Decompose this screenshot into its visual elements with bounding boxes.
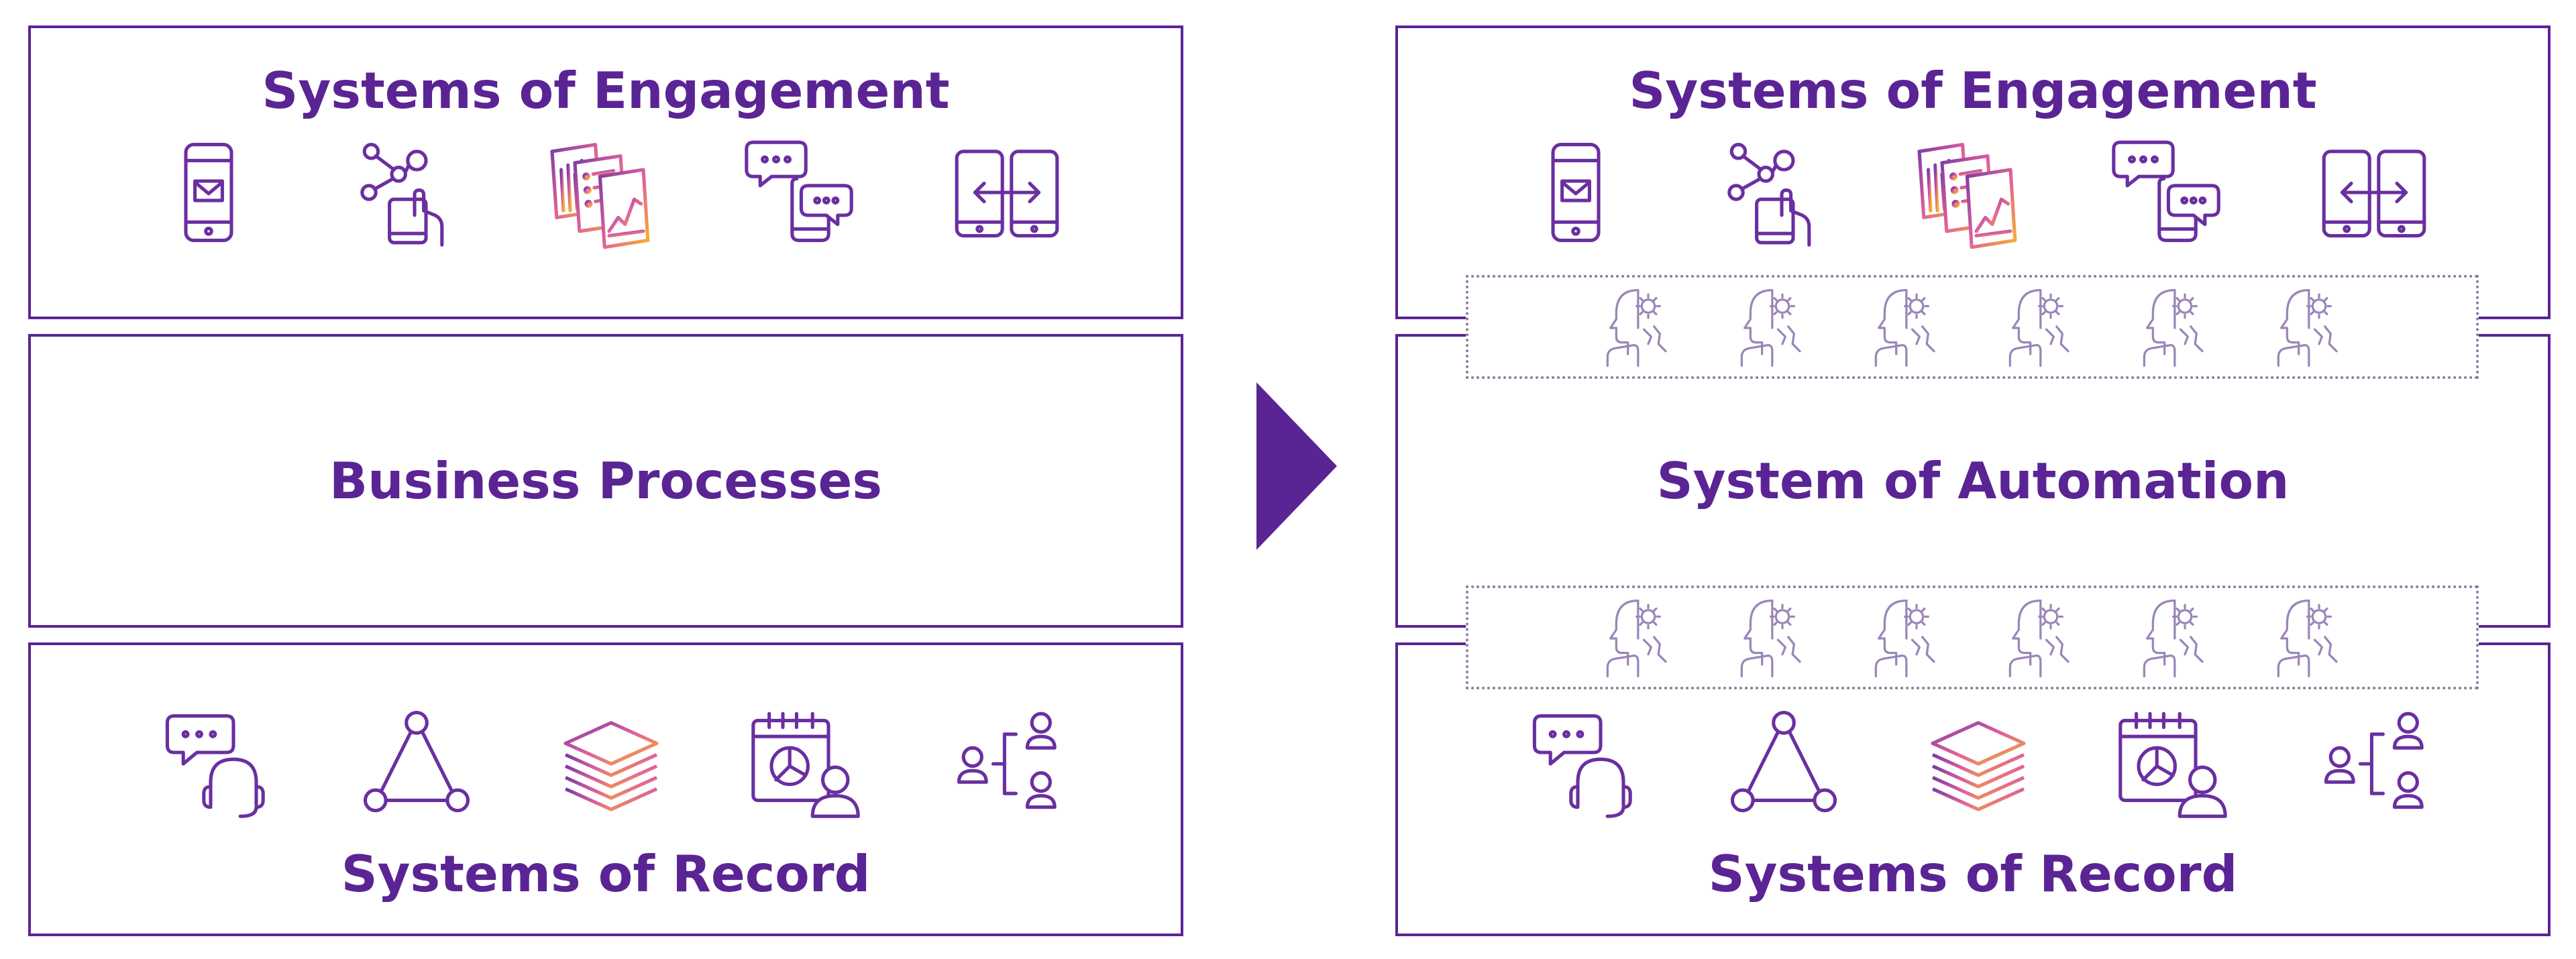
gradient-charts-icon [1908,135,2022,249]
transition-arrow [1256,382,1337,550]
left-record-title: Systems of Record [341,844,871,903]
robot-head-icon [1737,284,1811,372]
robot-head-icon [1603,595,1676,682]
robot-head-icon [2139,595,2213,682]
robot-head-icon [2139,284,2213,372]
mobile-mail-icon [152,135,266,249]
automation-band-bottom [1466,585,2479,689]
user-hierarchy-icon [957,707,1071,821]
robot-head-icon [1871,284,1945,372]
robot-head-icon [2005,284,2079,372]
network-hand-icon [346,135,460,249]
right-engagement-box: Systems of Engagement [1395,25,2551,319]
robot-head-icon [2273,595,2347,682]
triangle-network-icon [1727,707,1841,821]
automation-band-top [1466,275,2479,379]
left-engagement-title: Systems of Engagement [262,61,950,120]
robot-head-icon [2005,595,2079,682]
data-transfer-icon [950,135,1064,249]
chat-headset-icon [1532,707,1646,821]
right-engagement-title: Systems of Engagement [1629,61,2317,120]
robot-head-icon [2273,284,2347,372]
gradient-layers-icon [1921,707,2035,821]
right-automation-title: System of Automation [1656,451,2290,510]
gradient-layers-icon [554,707,668,821]
left-processes-box: Business Processes [28,334,1183,628]
data-transfer-icon [2317,135,2431,249]
gradient-charts-icon [541,135,655,249]
mobile-chat-icon [742,135,856,249]
calendar-report-user-icon [749,707,863,821]
robot-head-icon [1871,595,1945,682]
left-engagement-box: Systems of Engagement [28,25,1183,319]
user-hierarchy-icon [2324,707,2438,821]
mobile-mail-icon [1519,135,1633,249]
left-record-box: Systems of Record [28,642,1183,936]
chat-headset-icon [165,707,279,821]
triangle-network-icon [360,707,474,821]
robot-head-icon [1737,595,1811,682]
left-processes-title: Business Processes [329,451,883,510]
right-automation-box: System of Automation [1395,334,2551,628]
mobile-chat-icon [2109,135,2223,249]
right-record-title: Systems of Record [1708,844,2238,903]
right-record-box: Systems of Record [1395,642,2551,936]
network-hand-icon [1713,135,1827,249]
calendar-report-user-icon [2116,707,2230,821]
robot-head-icon [1603,284,1676,372]
